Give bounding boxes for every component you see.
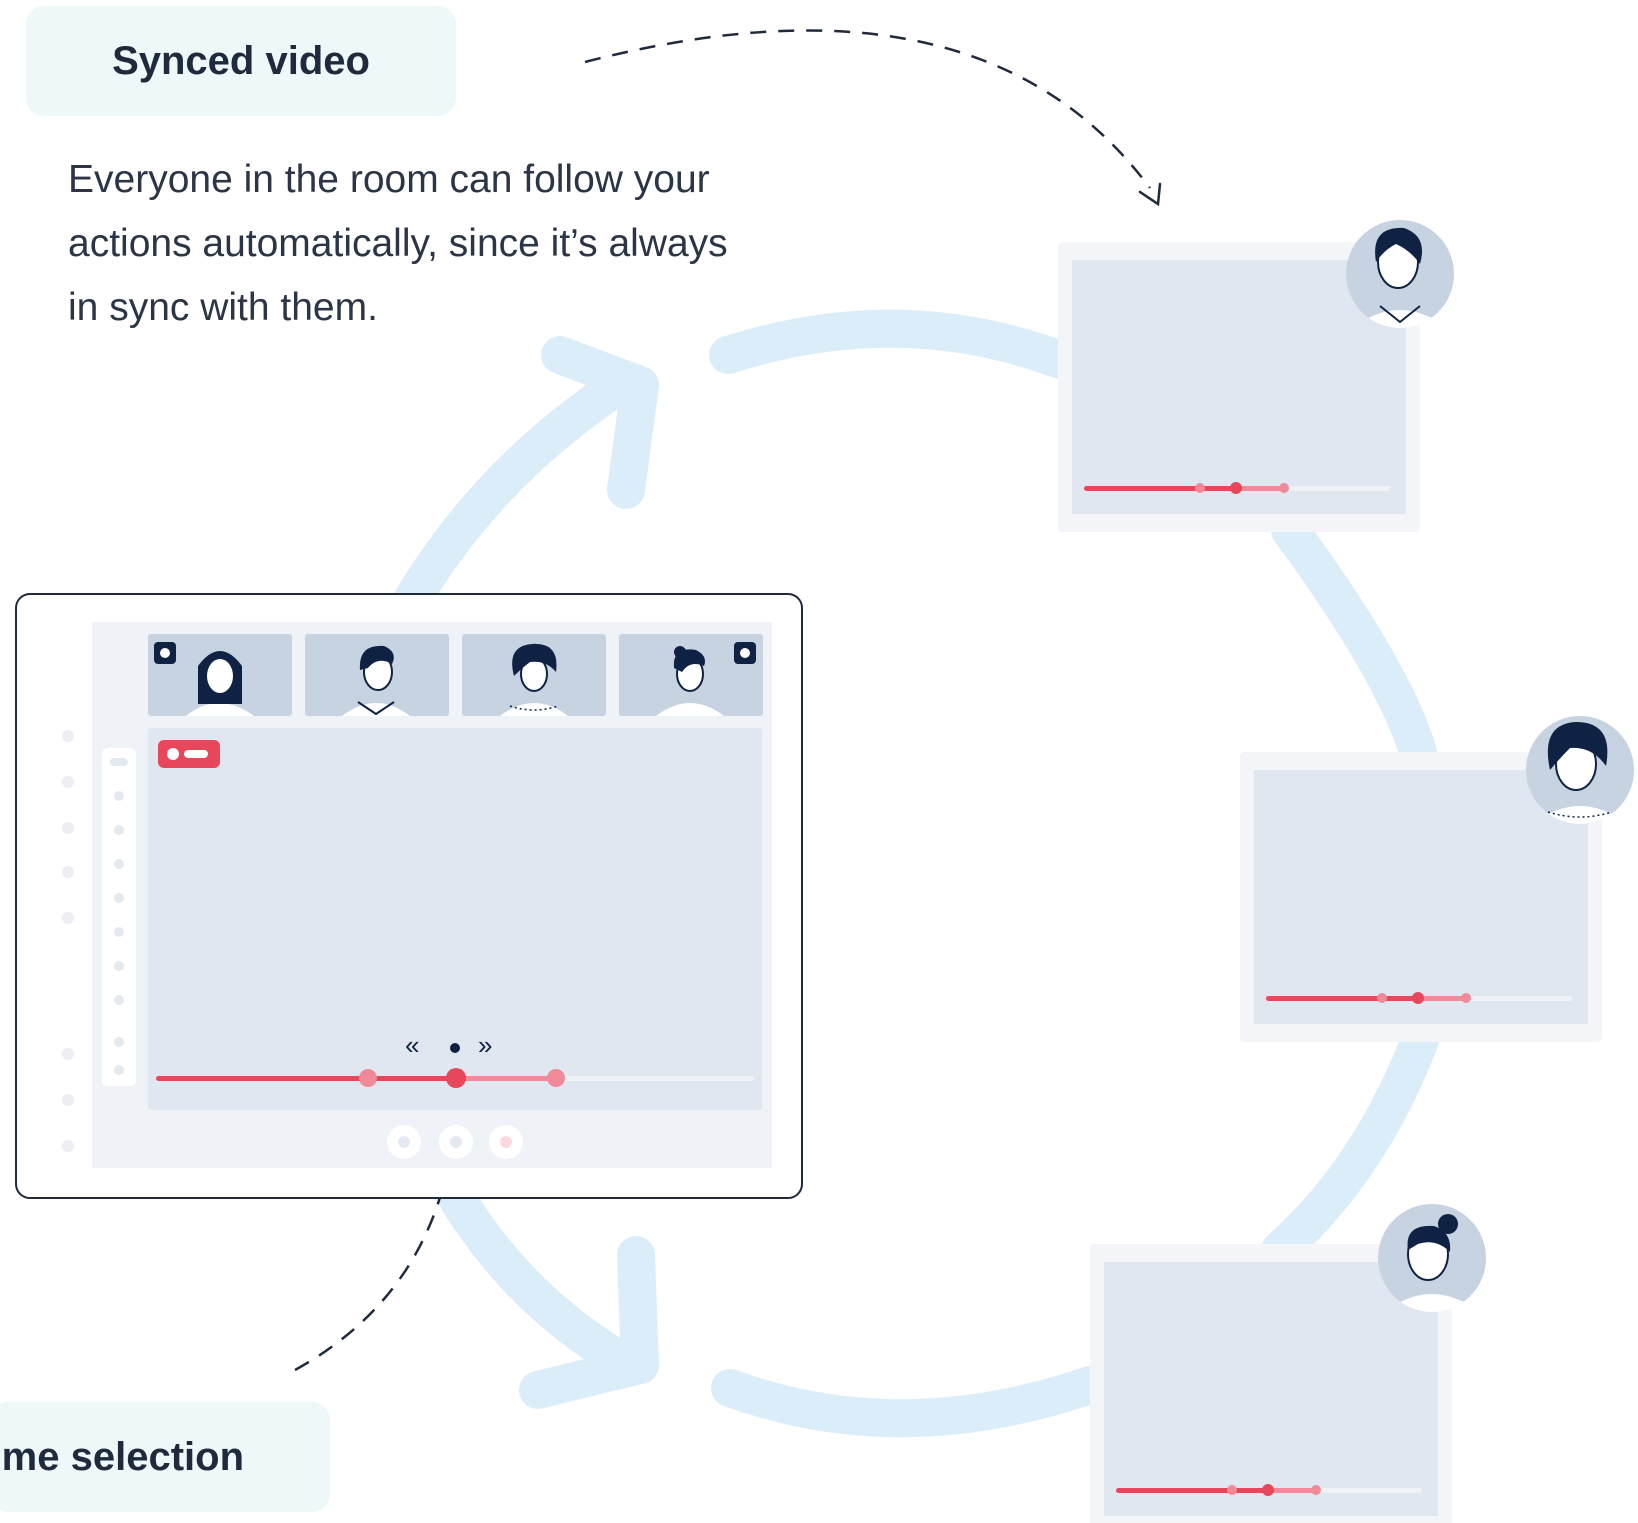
progress-buffered <box>456 1076 556 1081</box>
flow-arrowhead-down <box>519 1236 659 1409</box>
flow-arrows <box>393 309 1439 1438</box>
synced-video-description: Everyone in the room can follow your act… <box>68 158 728 329</box>
short-hair-avatar <box>1346 220 1454 328</box>
side-toolbar <box>102 748 136 1086</box>
flow-arc-top <box>709 309 1079 379</box>
flow-arc-up <box>393 366 639 619</box>
rewind-icon: « <box>405 1030 420 1060</box>
main-player-window <box>15 593 803 1199</box>
tile-participant-4 <box>619 634 763 716</box>
receiver-middle <box>1240 716 1634 1042</box>
flow-arc-down <box>439 1181 639 1379</box>
synced-video-label: Synced video <box>26 6 456 116</box>
time-selection-label-text: me selection <box>1 1434 244 1479</box>
flow-arc-right-upper <box>1271 511 1439 779</box>
selection-start-handle <box>359 1069 377 1087</box>
flow-arc-right-lower <box>1261 1021 1439 1269</box>
tile-participant-2 <box>305 634 449 716</box>
flow-arc-bottom <box>711 1366 1109 1438</box>
selection-end-handle <box>547 1069 565 1087</box>
video-area <box>148 728 762 1110</box>
receiver-bottom <box>1090 1204 1486 1523</box>
time-selection-label: me selection <box>0 1402 330 1512</box>
dashed-arrow-top <box>584 29 1152 189</box>
tile-participant-1 <box>148 634 292 716</box>
participant-tiles <box>148 634 763 716</box>
arrowhead-top-icon <box>1138 182 1162 207</box>
receiver-top <box>1058 220 1454 532</box>
synced-video-label-text: Synced video <box>112 38 370 83</box>
playhead-handle <box>446 1068 466 1088</box>
play-dot-icon <box>450 1043 460 1053</box>
tile-participant-3 <box>462 634 606 716</box>
bottom-control-buttons <box>387 1125 523 1159</box>
progress-played <box>156 1076 456 1081</box>
sidebar-dots <box>62 730 74 1152</box>
fast-forward-icon: » <box>478 1030 493 1060</box>
flow-arrowhead-up <box>541 336 659 509</box>
